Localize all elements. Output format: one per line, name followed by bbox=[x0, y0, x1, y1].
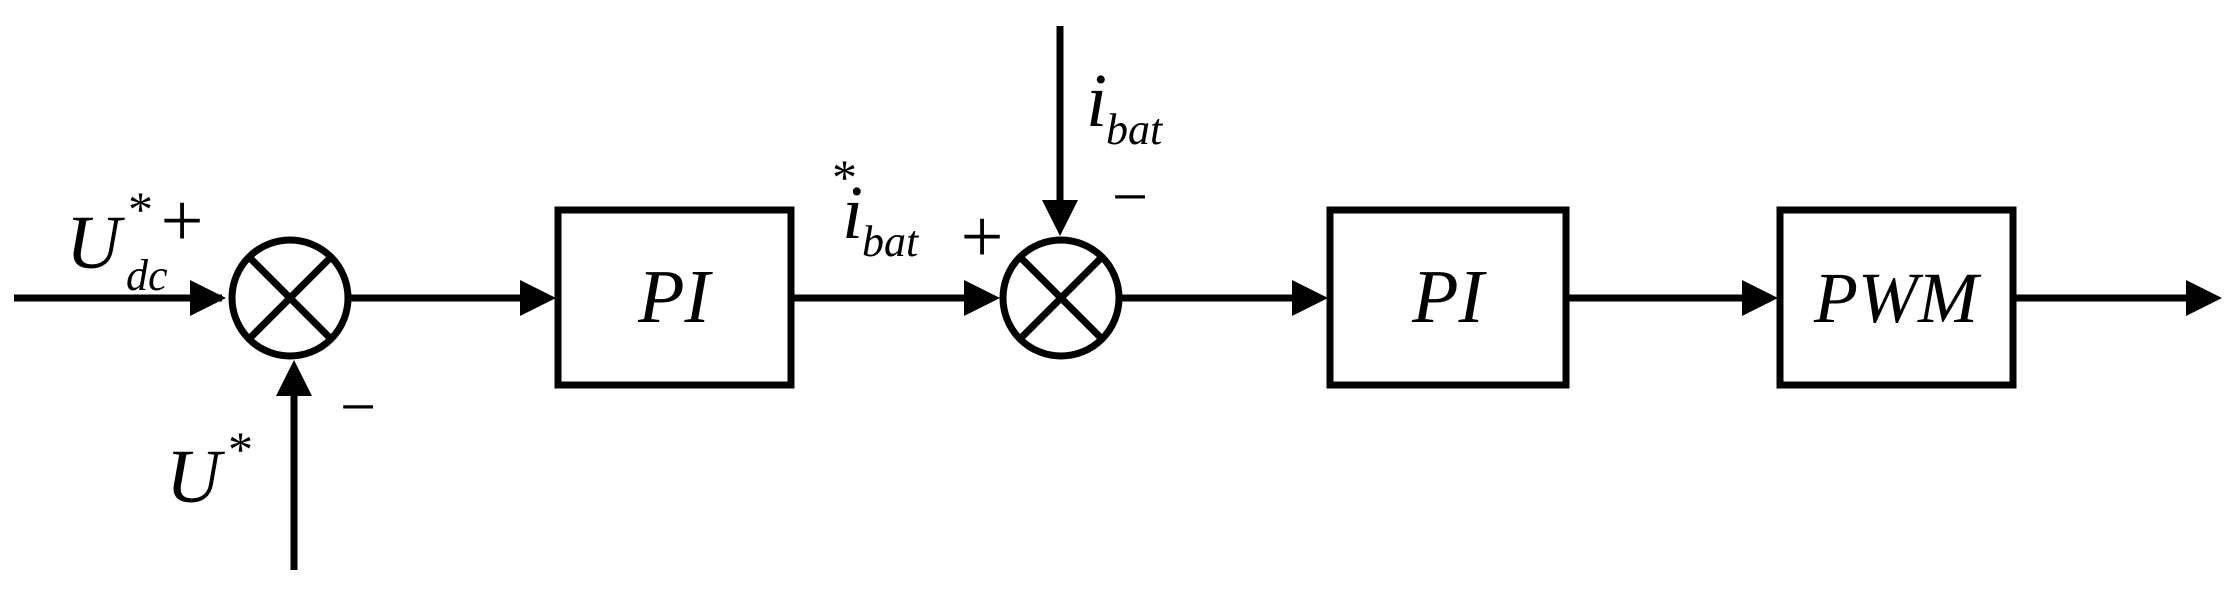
label-ibat-ref-star: * bbox=[832, 149, 857, 205]
arrow-to-pwm bbox=[1742, 280, 1778, 316]
arrow-to-sum2-left bbox=[964, 280, 1000, 316]
label-udc-ref: U bbox=[66, 201, 125, 285]
label-ibat-sub: bat bbox=[1106, 105, 1164, 154]
pi-current-block bbox=[1326, 206, 1570, 389]
label-udc-ref-star: * bbox=[128, 181, 153, 237]
summing-junction-1 bbox=[228, 236, 352, 360]
label-u-ref: U bbox=[166, 435, 225, 519]
pi-voltage-label: PI bbox=[637, 255, 713, 339]
summing-junction-2 bbox=[999, 236, 1123, 360]
label-udc-ref-sub: dc bbox=[126, 251, 168, 300]
label-ibat: i bbox=[1086, 59, 1107, 143]
pi-voltage-block bbox=[554, 206, 795, 389]
arrow-output bbox=[2186, 280, 2222, 316]
label-udc-ref-main: U bbox=[66, 201, 125, 285]
pwm-label: PWM bbox=[1813, 258, 1982, 338]
arrow-to-sum2-top bbox=[1042, 200, 1078, 236]
pi-current-label: PI bbox=[1411, 255, 1487, 339]
label-ibat-ref: i bbox=[842, 171, 863, 255]
label-u-ref-star: * bbox=[228, 421, 253, 477]
sum1-minus-sign: − bbox=[340, 371, 376, 442]
label-ibat-ref-sub: bat bbox=[862, 217, 920, 266]
pwm-block bbox=[1776, 206, 2017, 389]
arrow-to-sum1-bottom bbox=[276, 360, 312, 396]
arrow-to-pi1 bbox=[520, 280, 556, 316]
arrow-to-sum1-left bbox=[190, 280, 226, 316]
sum1-plus-sign: + bbox=[161, 179, 204, 263]
arrow-to-pi2 bbox=[1292, 280, 1328, 316]
sum2-plus-sign: + bbox=[961, 195, 1004, 279]
sum2-minus-sign: − bbox=[1112, 161, 1148, 232]
